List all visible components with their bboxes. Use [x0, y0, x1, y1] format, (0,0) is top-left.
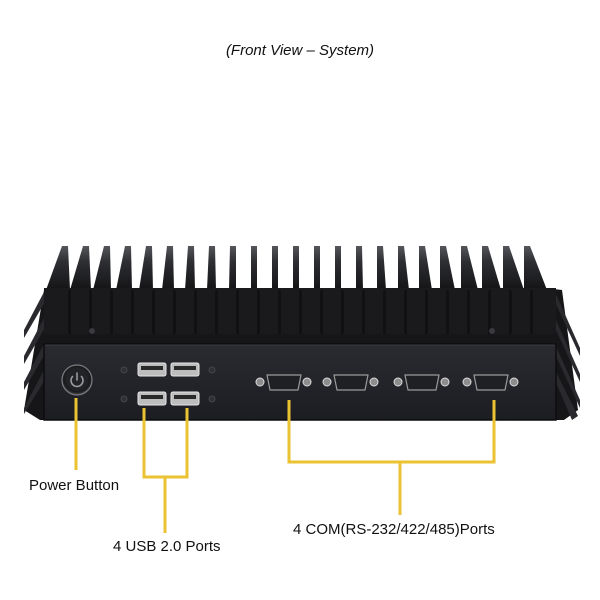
- power-button[interactable]: [61, 364, 93, 396]
- usb-port-3[interactable]: [137, 391, 167, 406]
- power-icon: [70, 372, 84, 388]
- com-ports-label: 4 COM(RS-232/422/485)Ports: [293, 521, 495, 538]
- com-port-4[interactable]: [462, 374, 519, 391]
- leader-lines: [74, 398, 496, 533]
- heatsink-side-fins-right: [555, 292, 580, 420]
- usb-ports-label: 4 USB 2.0 Ports: [113, 538, 221, 555]
- com-port-2[interactable]: [322, 374, 379, 391]
- usb-port-2[interactable]: [170, 362, 200, 377]
- com-port-3[interactable]: [393, 374, 450, 391]
- heatsink-top-fins: [46, 246, 547, 290]
- heatsink-side-fins-left: [24, 292, 46, 414]
- figure-caption: (Front View – System): [225, 42, 375, 59]
- usb-port-4[interactable]: [170, 391, 200, 406]
- usb-port-1[interactable]: [137, 362, 167, 377]
- com-port-1[interactable]: [255, 374, 312, 391]
- com-leader-line: [287, 400, 496, 464]
- power-button-label: Power Button: [29, 477, 120, 494]
- usb-port-group: [120, 362, 216, 406]
- com-port-group: [255, 374, 519, 391]
